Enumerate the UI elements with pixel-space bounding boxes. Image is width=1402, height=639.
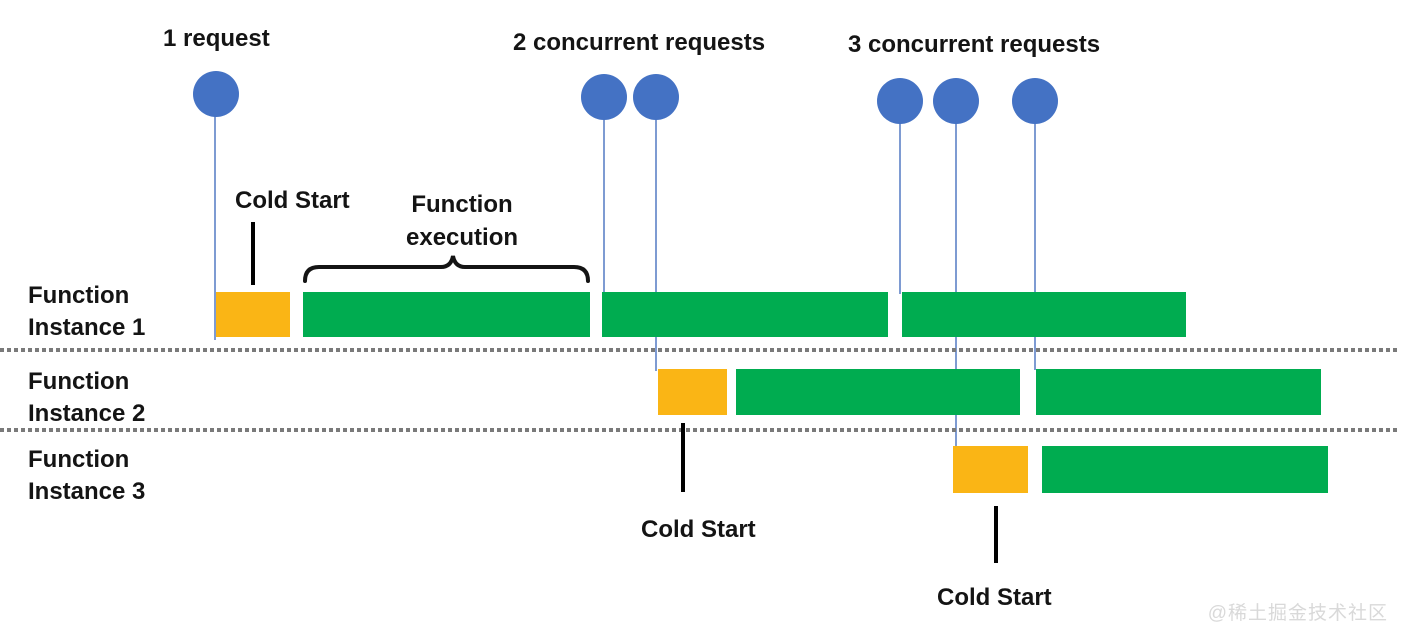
request-dot bbox=[1012, 78, 1058, 124]
request-connector-line bbox=[655, 119, 657, 371]
row-separator-dotted-line bbox=[0, 348, 1398, 352]
function-execution-brace bbox=[303, 255, 590, 283]
cold-start-bar bbox=[953, 446, 1028, 493]
execution-bar bbox=[1036, 369, 1321, 415]
execution-bar bbox=[902, 292, 1186, 337]
row-label-line: Function bbox=[28, 368, 130, 395]
request-connector-line bbox=[955, 123, 957, 447]
request-dot bbox=[877, 78, 923, 124]
cold-start-label-2: Cold Start bbox=[641, 516, 756, 543]
function-execution-label-line: Function bbox=[411, 191, 513, 218]
request-dot bbox=[633, 74, 679, 120]
row-separator-dotted-line bbox=[0, 428, 1398, 432]
execution-bar bbox=[303, 292, 590, 337]
request-dot bbox=[933, 78, 979, 124]
function-execution-label-line: execution bbox=[406, 224, 519, 251]
request-connector-line bbox=[1034, 123, 1036, 370]
row-label-line: Function bbox=[28, 446, 130, 473]
row-label-function-instance-1: Function Instance 1 bbox=[28, 280, 145, 344]
execution-bar bbox=[1042, 446, 1328, 493]
function-execution-label: Function execution bbox=[406, 188, 518, 254]
request-connector-line bbox=[899, 123, 901, 294]
cold-start-label-1: Cold Start bbox=[235, 187, 350, 214]
request-count-label-2: 2 concurrent requests bbox=[513, 29, 766, 56]
row-label-line: Instance 3 bbox=[28, 478, 146, 505]
row-label-function-instance-2: Function Instance 2 bbox=[28, 366, 145, 430]
request-count-label-1: 1 request bbox=[163, 25, 270, 52]
row-label-line: Instance 1 bbox=[28, 314, 146, 341]
cold-start-pointer-line bbox=[681, 423, 685, 492]
row-label-line: Instance 2 bbox=[28, 400, 146, 427]
cold-start-pointer-line bbox=[994, 506, 998, 563]
request-dot bbox=[193, 71, 239, 117]
cold-start-pointer-line bbox=[251, 222, 255, 285]
watermark: @稀土掘金技术社区 bbox=[1207, 603, 1388, 624]
execution-bar bbox=[736, 369, 1020, 415]
request-connector-line bbox=[603, 119, 605, 294]
request-dot bbox=[581, 74, 627, 120]
request-connector-line bbox=[214, 116, 216, 340]
request-count-label-3: 3 concurrent requests bbox=[848, 31, 1101, 58]
execution-bar bbox=[602, 292, 888, 337]
row-label-line: Function bbox=[28, 282, 130, 309]
cold-start-bar bbox=[216, 292, 290, 337]
cold-start-label-3: Cold Start bbox=[937, 584, 1052, 611]
cold-start-bar bbox=[658, 369, 727, 415]
brace-path bbox=[303, 255, 590, 283]
row-label-function-instance-3: Function Instance 3 bbox=[28, 444, 145, 508]
